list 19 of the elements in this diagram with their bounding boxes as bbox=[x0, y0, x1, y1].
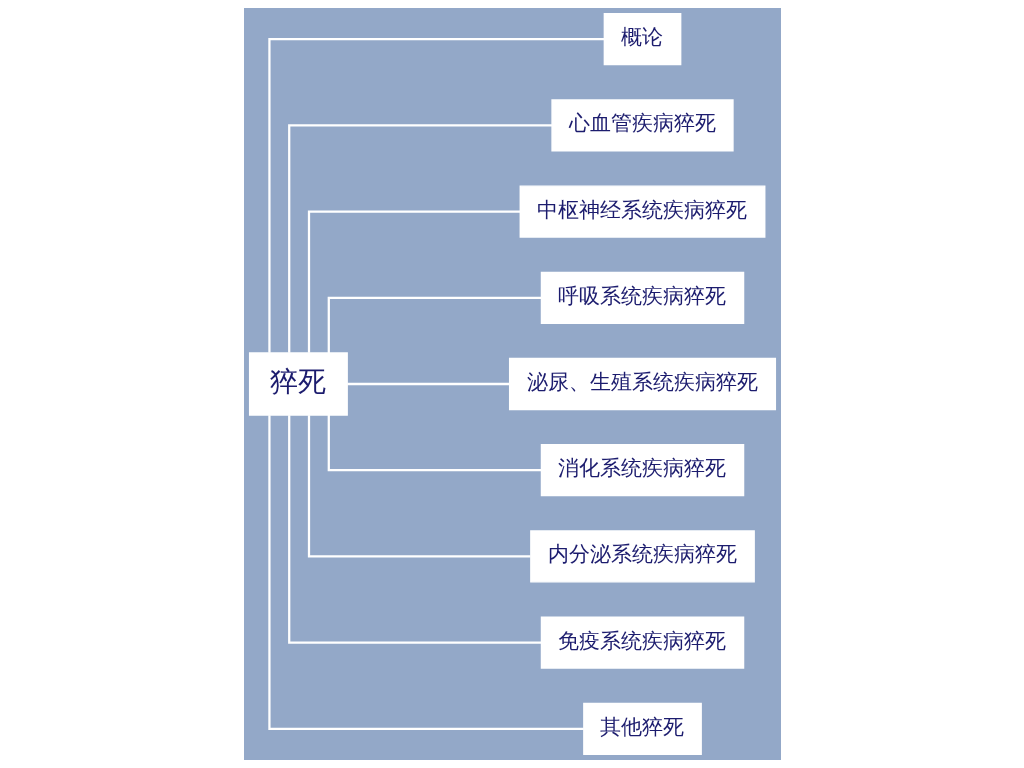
connector bbox=[327, 296, 541, 353]
node-box: 呼吸系统疾病猝死 bbox=[540, 271, 744, 324]
connector bbox=[267, 38, 604, 353]
node-box: 泌尿、生殖系统疾病猝死 bbox=[508, 357, 776, 411]
node-box: 猝死 bbox=[248, 352, 348, 416]
connector bbox=[327, 415, 541, 472]
connector bbox=[307, 210, 520, 353]
node-box: 内分泌系统疾病猝死 bbox=[529, 530, 755, 583]
node-box: 心血管疾病猝死 bbox=[550, 99, 734, 152]
connector bbox=[287, 415, 541, 644]
node-box: 其他猝死 bbox=[582, 702, 702, 755]
connector bbox=[346, 382, 509, 386]
connector bbox=[287, 124, 552, 353]
node-box: 免疫系统疾病猝死 bbox=[540, 616, 744, 669]
connector bbox=[267, 415, 584, 730]
node-box: 中枢神经系统疾病猝死 bbox=[519, 185, 765, 238]
connector bbox=[307, 415, 531, 558]
node-box: 概论 bbox=[603, 13, 681, 66]
node-box: 消化系统疾病猝死 bbox=[540, 444, 744, 497]
